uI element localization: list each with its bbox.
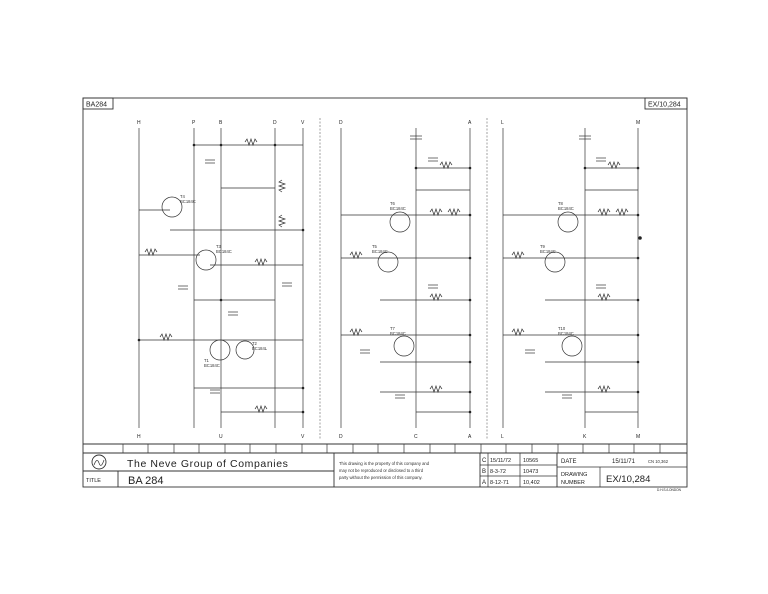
s1-top-label-4: D <box>273 120 277 126</box>
transistor-t8-label: T8 <box>558 201 564 206</box>
revision-c-number: 10565 <box>523 458 538 464</box>
ownership-notice-line-2: may not be reproduced or disclosed to a … <box>339 468 424 473</box>
s1-top-label-2: P <box>192 120 196 126</box>
transistor-t3-symbol <box>195 249 217 271</box>
transistor-t3-label: T3 <box>216 244 222 249</box>
transistor-t8-type: BC184C <box>558 206 574 211</box>
drawing-label-line-1: DRAWING <box>561 472 587 478</box>
s1-bottom-label-4: V <box>301 434 305 440</box>
schematic-section-1: H P B D V H U V T4 BC184C T3 BC184C T1 B… <box>137 120 305 440</box>
s3-bottom-label-1: L <box>501 434 504 440</box>
revision-b-letter: B <box>482 469 486 475</box>
s3-top-label-1: L <box>501 120 504 126</box>
cn-reference: CN 10,362 <box>648 459 669 464</box>
date-value: 15/11/71 <box>612 459 636 465</box>
transistor-t6-type: BC184C <box>390 206 406 211</box>
sheet-tag-left: BA284 <box>86 102 107 109</box>
transistor-t9-type: BC184C <box>540 249 556 254</box>
title-label: TITLE <box>86 478 101 484</box>
transistor-t7-symbol <box>393 335 415 357</box>
s3-bottom-label-4: M <box>636 434 640 440</box>
s1-top-label-5: V <box>301 120 305 126</box>
transistor-t6-label: T6 <box>390 201 396 206</box>
schematic-section-2: D A D C A T6 BC184C T5 BC184C T7 BC184C <box>339 120 472 440</box>
transistor-t3-type: BC184C <box>216 249 232 254</box>
transistor-t6-symbol <box>389 211 411 233</box>
transistor-t1-type: BC184C <box>204 363 220 368</box>
transistor-t4-label: T4 <box>180 194 186 199</box>
transistor-t7-label: T7 <box>390 326 396 331</box>
transistor-t10-type: BC184C <box>558 331 574 336</box>
s2-top-label-3: A <box>468 120 472 126</box>
neve-logo-icon <box>91 454 107 470</box>
transistor-t9-label: T9 <box>540 244 546 249</box>
revision-c-letter: C <box>482 458 487 464</box>
s2-top-label-1: D <box>339 120 343 126</box>
company-name: The Neve Group of Companies <box>127 458 289 470</box>
revision-a-letter: A <box>482 480 486 486</box>
transistor-t10-label: T10 <box>558 326 566 331</box>
transistor-t1-label: T1 <box>204 358 210 363</box>
transistor-t4-symbol <box>161 196 183 218</box>
s2-bottom-label-4: A <box>468 434 472 440</box>
transistor-t9-symbol <box>544 251 566 273</box>
transistor-t5-label: T5 <box>372 244 378 249</box>
s1-top-label-1: H <box>137 120 141 126</box>
transistor-t5-symbol <box>377 251 399 273</box>
transistor-t8-symbol <box>557 211 579 233</box>
transistor-t2-symbol <box>235 340 255 360</box>
title-block: The Neve Group of Companies TITLE BA 284… <box>83 443 687 492</box>
sheet-tag-right: EX/10,284 <box>648 102 681 109</box>
title-value: BA 284 <box>128 475 163 487</box>
date-label: DATE <box>561 459 577 465</box>
revision-c-date: 15/11/72 <box>490 458 511 464</box>
ownership-notice-line-1: This drawing is the property of this com… <box>339 461 430 466</box>
ownership-notice-line-3: party without the permission of this com… <box>339 475 423 480</box>
s1-bottom-label-1: H <box>137 434 141 440</box>
s2-bottom-label-1: D <box>339 434 343 440</box>
transistor-t7-type: BC184C <box>390 331 406 336</box>
transistor-t10-symbol <box>561 335 583 357</box>
tag-right-box <box>644 97 688 110</box>
drawing-border <box>82 97 688 488</box>
tag-left-box <box>82 97 114 110</box>
drawing-number-value: EX/10,284 <box>606 474 650 485</box>
s1-top-label-3: B <box>219 120 223 126</box>
s2-bottom-label-2: C <box>414 434 418 440</box>
s3-bottom-label-2: K <box>583 434 587 440</box>
maker-mark: D.H.S./LONDON <box>657 488 682 492</box>
transistor-t2-type: BC184L <box>252 346 268 351</box>
revision-a-date: 8-12-71 <box>490 480 509 486</box>
transistor-t5-type: BC184C <box>372 249 388 254</box>
s3-top-label-3: M <box>636 120 640 126</box>
transistor-t2-label: T2 <box>252 341 258 346</box>
schematic-section-3: L M L K M T8 BC184C T9 BC184C T10 BC184C <box>501 120 642 440</box>
revision-b-number: 10473 <box>523 469 538 475</box>
revision-b-date: 8-3-72 <box>490 469 506 475</box>
revision-a-number: 10,402 <box>523 480 540 486</box>
drawing-label-line-2: NUMBER <box>561 480 585 486</box>
s1-bottom-label-2: U <box>219 434 223 440</box>
transistor-t4-type: BC184C <box>180 199 196 204</box>
transistor-t1-symbol <box>209 339 231 361</box>
